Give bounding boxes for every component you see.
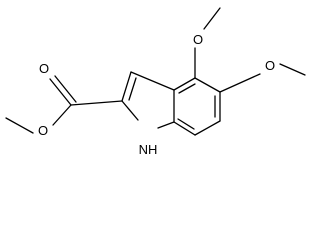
bond-c3-c2-inner bbox=[128, 77, 137, 101]
bond-c3a-c4-inner bbox=[178, 83, 196, 94]
bond-c5-methoxy-oxygen bbox=[219, 73, 261, 93]
bond-ether-oxygen-methyl bbox=[5, 117, 34, 134]
methoxy-oxygen-4-label: O bbox=[193, 32, 203, 47]
bond-c3-c2 bbox=[121, 71, 132, 102]
chemical-structure-diagram: O O O O NH bbox=[5, 7, 306, 156]
bond-carbonyl-double-1 bbox=[49, 78, 72, 106]
bond-c2-carbonyl-carbon bbox=[70, 100, 123, 106]
methoxy-group-5: O bbox=[219, 58, 306, 93]
bond-carbonyl-ether-oxygen bbox=[52, 104, 72, 126]
bond-methoxy-oxygen-methyl-4 bbox=[203, 7, 221, 30]
bond-c3a-c4 bbox=[173, 77, 196, 91]
methyl-ester-group: O O bbox=[5, 61, 123, 138]
ring-nitrogen-label: NH bbox=[139, 142, 158, 156]
methoxy-oxygen-5-label: O bbox=[265, 58, 275, 73]
bond-c7-c7a-inner bbox=[177, 118, 195, 130]
bond-c3a-c3 bbox=[130, 71, 175, 91]
ester-ether-oxygen-label: O bbox=[38, 123, 48, 138]
methoxy-group-4: O bbox=[193, 7, 221, 79]
bond-c7-c7a bbox=[173, 121, 196, 136]
pyrrole-ring bbox=[121, 71, 175, 129]
bond-c2-n1 bbox=[121, 100, 139, 121]
bond-n1-c7a bbox=[157, 121, 175, 129]
bond-methoxy-oxygen-methyl-5 bbox=[279, 63, 306, 76]
bond-carbonyl-double-2 bbox=[54, 75, 77, 103]
ester-carbonyl-oxygen-label: O bbox=[39, 61, 49, 76]
bond-c4-c5 bbox=[194, 77, 221, 93]
bond-c6-c7 bbox=[194, 120, 221, 136]
benzene-ring bbox=[173, 77, 221, 136]
